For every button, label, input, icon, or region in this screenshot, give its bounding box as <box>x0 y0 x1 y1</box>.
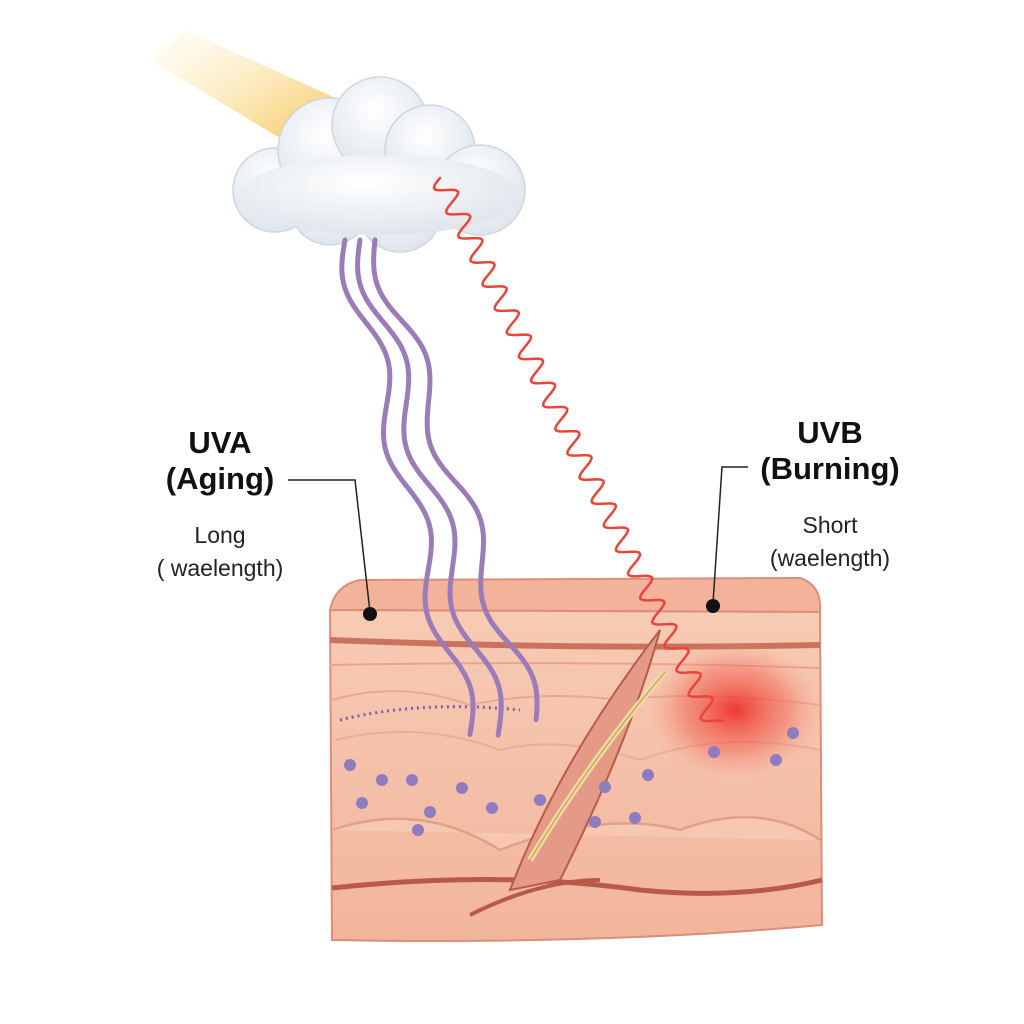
cell-nucleus <box>629 812 641 824</box>
cell-nucleus <box>406 774 418 786</box>
cell-nucleus <box>642 769 654 781</box>
uva-subtitle: (Aging) <box>165 461 275 496</box>
cell-nucleus <box>424 806 436 818</box>
skin-cross-section <box>328 576 825 942</box>
uva-ray-3 <box>371 237 540 723</box>
cell-nucleus <box>356 797 368 809</box>
uva-label: UVA (Aging) Long ( waelength) <box>150 425 290 585</box>
uv-rays <box>339 176 724 738</box>
cell-nucleus <box>412 824 424 836</box>
uva-ray-1 <box>339 237 476 737</box>
cell-nucleus <box>376 774 388 786</box>
uvb-title: UVB <box>797 415 863 450</box>
cell-nucleus <box>344 759 356 771</box>
uva-callout-line <box>288 479 371 613</box>
cell-nucleus <box>486 802 498 814</box>
uva-title: UVA <box>188 425 252 460</box>
uva-callout-dot <box>363 607 377 621</box>
uvb-ray <box>432 176 724 723</box>
uvb-label: UVB (Burning) Short (waelength) <box>745 415 915 575</box>
cell-nucleus <box>589 816 601 828</box>
cell-nucleus <box>770 754 782 766</box>
uva-desc-1: Long <box>194 522 246 548</box>
cell-nucleus <box>456 782 468 794</box>
cell-nucleus <box>787 727 799 739</box>
uvb-subtitle: (Burning) <box>760 451 900 486</box>
uva-desc-2: ( waelength) <box>156 555 284 581</box>
uva-ray-2 <box>355 237 504 738</box>
uvb-desc-2: (waelength) <box>769 545 891 571</box>
cell-nucleus <box>599 781 611 793</box>
uvb-callout-dot <box>706 599 720 613</box>
uvb-desc-1: Short <box>802 512 858 538</box>
cloud-icon <box>232 76 526 253</box>
cell-nucleus <box>708 746 720 758</box>
cells <box>344 727 799 836</box>
uvb-callout-line <box>712 466 748 604</box>
cell-nucleus <box>534 794 546 806</box>
